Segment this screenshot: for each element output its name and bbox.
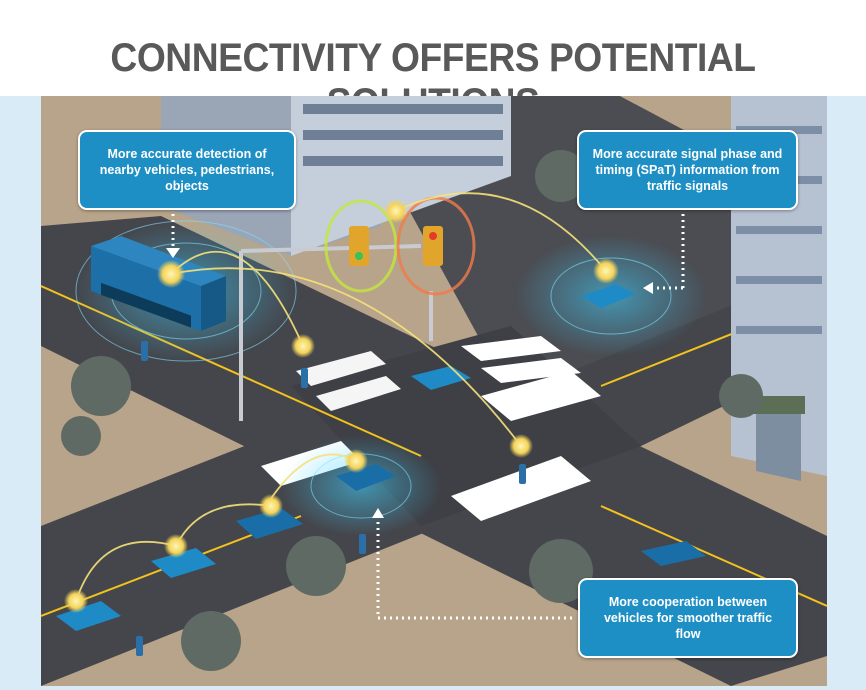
car-bottom-left — [56, 601, 121, 631]
pickup-truck — [236, 508, 303, 539]
car-center — [336, 464, 396, 491]
car-lower-left — [151, 548, 216, 578]
cooperation-callout-text: More cooperation between vehicles for sm… — [603, 595, 773, 641]
car-lower-right — [641, 541, 706, 566]
trees — [61, 150, 763, 671]
pedestrians — [136, 341, 526, 656]
signal-nodes — [64, 199, 619, 613]
spat-callout: More accurate signal phase and timing (S… — [577, 130, 798, 210]
vehicles — [56, 236, 706, 631]
callout-pointers — [171, 208, 685, 620]
cooperation-callout: More cooperation between vehicles for sm… — [578, 578, 798, 658]
car-right — [581, 284, 636, 308]
spat-callout-text: More accurate signal phase and timing (S… — [592, 147, 783, 193]
detection-callout-text: More accurate detection of nearby vehicl… — [99, 147, 275, 193]
detection-callout: More accurate detection of nearby vehicl… — [78, 130, 296, 210]
bus-vehicle — [91, 236, 226, 331]
callout-arrowheads — [166, 248, 653, 518]
traffic-signal — [239, 196, 476, 421]
